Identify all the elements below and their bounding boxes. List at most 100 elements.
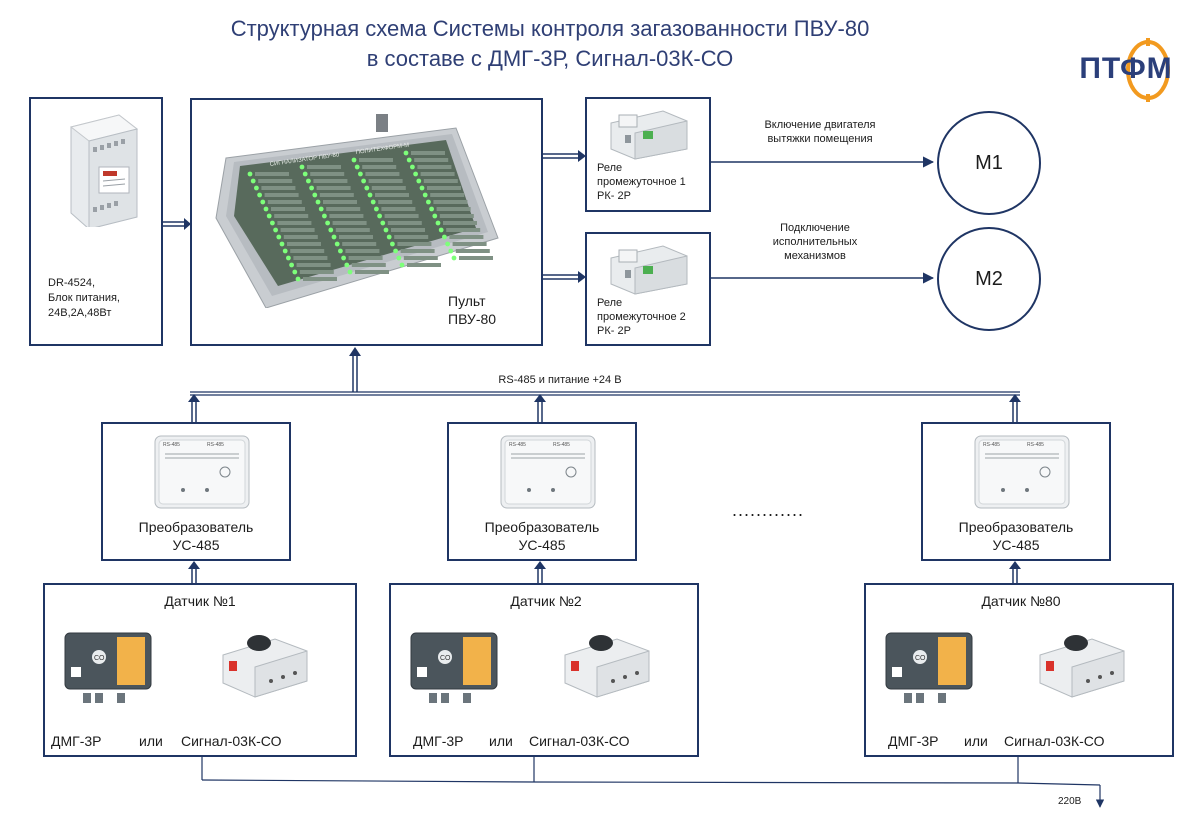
power-supply-model: DR-4524,	[48, 277, 96, 289]
console-led	[263, 206, 269, 212]
console-led	[312, 192, 318, 198]
console-device-icon: СИГНАЛИЗАТОР ПВУ-80 ПОЛИТЕХФОРМ-М	[215, 114, 499, 308]
sensor1-to-converter1-arrow	[188, 561, 200, 583]
sensor-2-title: Датчик №2	[510, 593, 582, 609]
console-led	[396, 255, 402, 261]
sensor-1-title: Датчик №1	[164, 593, 236, 609]
console-channel-slot	[319, 193, 354, 197]
console-channel-slot	[417, 165, 452, 169]
sensor-2-option-signal: Сигнал-03К-СО	[529, 733, 630, 749]
relay-1-block: Реле промежуточное 1 РК- 2Р	[585, 97, 711, 212]
motor-2-note-line-2: исполнительных	[772, 236, 858, 248]
console-led	[260, 199, 266, 205]
converter-2-line-2: УС-485	[518, 537, 566, 553]
sensor-gas-label: CO	[915, 655, 926, 662]
converter-port-2: RS-485	[207, 442, 224, 448]
converter-1-line-1: Преобразователь	[138, 519, 254, 535]
console-channel-slot	[316, 186, 351, 190]
console-led	[364, 185, 370, 191]
console-channel-slot	[446, 228, 481, 232]
console-led	[370, 199, 376, 205]
console-channel-slot	[348, 256, 383, 260]
console-led	[270, 220, 275, 226]
console-led	[341, 255, 346, 261]
console-label-line-1: Пульт	[448, 293, 486, 309]
psu-to-console-arrow	[163, 218, 191, 230]
console-led	[354, 164, 360, 170]
console-led	[292, 269, 298, 275]
console-led	[325, 220, 330, 226]
console-led	[254, 185, 259, 191]
console-led	[279, 241, 285, 247]
console-led	[432, 213, 438, 219]
console-led	[380, 220, 386, 226]
console-led	[442, 234, 447, 240]
console-led	[344, 262, 350, 268]
console-channel-slot	[407, 263, 441, 267]
motor-2-note-line-3: механизмов	[784, 250, 846, 262]
console-led	[250, 178, 256, 184]
console-channel-slot	[293, 256, 328, 260]
mains-220v-label: 220В	[1058, 796, 1082, 807]
console-channel-slot	[378, 200, 413, 204]
mains-220v-line	[201, 757, 1105, 808]
console-channel-slot	[362, 165, 397, 169]
console-led	[361, 178, 366, 184]
converter-3-block: RS-485 RS-485 Преобразователь УС-485	[921, 422, 1111, 561]
logo-text: ПТФМ	[1079, 52, 1173, 85]
console-led	[247, 171, 253, 177]
converter-device-icon: RS-485 RS-485	[974, 435, 1070, 509]
console-led	[374, 206, 379, 212]
motor-1-note-line-1: Включение двигателя	[764, 119, 876, 131]
console-channel-slot	[255, 172, 289, 176]
console-led	[295, 276, 301, 282]
bus-to-console-arrow	[349, 347, 361, 392]
console-channel-slot	[427, 186, 461, 190]
console-channel-slot	[345, 249, 380, 253]
console-led	[438, 227, 444, 233]
sensor-1-option-dmg: ДМГ-3Р	[51, 733, 102, 749]
console-led	[435, 220, 441, 226]
console-channel-slot	[449, 235, 484, 239]
console-channel-slot	[452, 242, 487, 246]
gas-detector-signal-icon	[222, 635, 308, 698]
console-led	[286, 255, 291, 261]
console-channel-slot	[274, 214, 309, 218]
console-led-grid	[247, 150, 493, 282]
converter-1-block: RS-485 RS-485 Преобразователь УС-485	[101, 422, 291, 561]
relay-2-label: Реле промежуточное 2 РК- 2Р	[597, 296, 686, 338]
console-channel-slot	[423, 179, 458, 183]
console-channel-slot	[430, 193, 465, 197]
power-supply-type: Блок питания,	[48, 292, 120, 304]
console-channel-slot	[339, 235, 373, 239]
console-channel-slot	[436, 207, 471, 211]
console-led	[410, 164, 415, 170]
console-channel-slot	[394, 235, 429, 239]
relay-device-icon	[610, 245, 688, 295]
relay-device-icon	[610, 110, 688, 160]
console-led	[419, 185, 425, 191]
sensor-2-option-dmg: ДМГ-3Р	[413, 733, 464, 749]
console-channel-slot	[397, 242, 432, 246]
motor-2-label: М2	[975, 267, 1003, 290]
relay-1-line-3: РК- 2Р	[597, 190, 631, 202]
console-led	[367, 192, 373, 198]
console-channel-slot	[335, 228, 370, 232]
converter-port-2: RS-485	[1027, 442, 1044, 448]
console-channel-slot	[290, 249, 325, 253]
console-led	[448, 248, 454, 254]
company-logo: ПТФМ	[1068, 36, 1184, 102]
console-channel-slot	[351, 263, 386, 267]
console-led	[276, 234, 282, 240]
title-line-1: Структурная схема Системы контроля загаз…	[230, 16, 870, 41]
console-led	[358, 171, 363, 177]
motor-1-note-line-2: вытяжки помещения	[767, 133, 873, 145]
console-led	[331, 234, 337, 240]
sensor-1-option-signal: Сигнал-03К-СО	[181, 733, 282, 749]
console-label: Пульт ПВУ-80	[448, 292, 496, 328]
rs485-bus	[190, 391, 1020, 396]
console-channel-slot	[271, 207, 305, 211]
sensor-80-option-dmg: ДМГ-3Р	[888, 733, 939, 749]
diagram-title: Структурная схема Системы контроля загаз…	[130, 14, 970, 74]
